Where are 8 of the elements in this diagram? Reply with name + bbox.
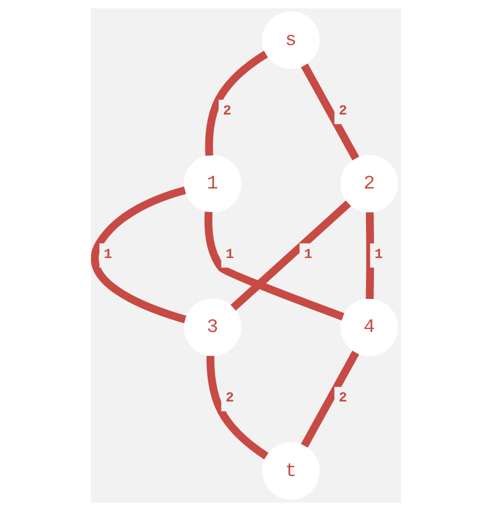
edge-label: 1 (374, 246, 383, 263)
edge-label: 1 (304, 246, 312, 263)
edge-label: 1 (226, 246, 234, 263)
edge-label: 1 (104, 246, 112, 263)
edge-label: 2 (338, 390, 348, 407)
edge-label: 2 (223, 103, 232, 120)
edge-label: 2 (338, 103, 348, 120)
edge-label: 2 (226, 390, 234, 407)
